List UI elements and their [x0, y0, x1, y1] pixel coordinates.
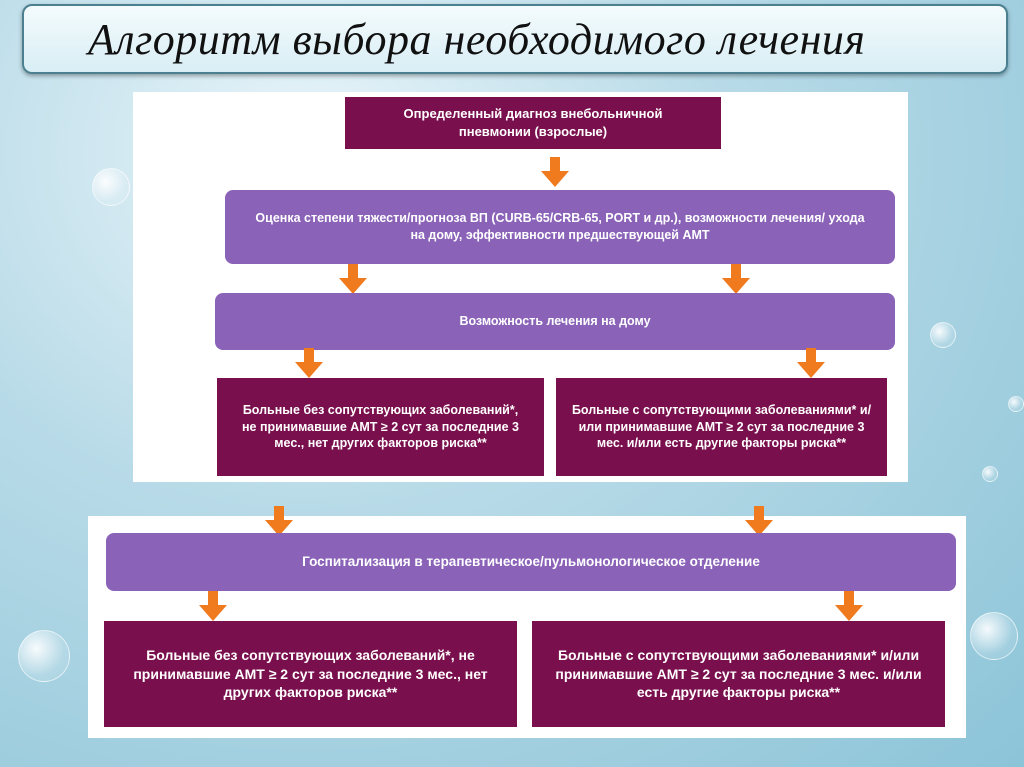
arrow-down-icon [835, 591, 863, 621]
bubble-decoration [18, 630, 70, 682]
arrow-down-icon [541, 157, 569, 187]
home-treatment-box: Возможность лечения на дому [215, 293, 895, 350]
bubble-decoration [930, 322, 956, 348]
hosp-left-text: Больные без сопутствующих заболеваний*, … [133, 646, 488, 701]
assessment-text: Оценка степени тяжести/прогноза ВП (CURB… [255, 211, 865, 242]
arrow-down-icon [339, 264, 367, 294]
title-bar: Алгоритм выбора необходимого лечения [22, 4, 1008, 74]
diagnosis-text: Определенный диагноз внебольничной пневм… [403, 106, 663, 139]
hosp-patients-right-box: Больные с сопутствующими заболеваниями* … [532, 621, 945, 727]
diagnosis-box: Определенный диагноз внебольничной пневм… [345, 97, 721, 149]
hosp-patients-left-box: Больные без сопутствующих заболеваний*, … [104, 621, 517, 727]
arrow-down-icon [295, 348, 323, 378]
arrow-down-icon [722, 264, 750, 294]
home-patients-left-box: Больные без сопутствующих заболеваний*, … [217, 378, 544, 476]
home-right-text: Больные с сопутствующими заболеваниями* … [571, 402, 872, 451]
home-left-text: Больные без сопутствующих заболеваний*, … [241, 402, 519, 451]
hospitalization-text: Госпитализация в терапевтическое/пульмон… [302, 553, 760, 569]
assessment-box: Оценка степени тяжести/прогноза ВП (CURB… [225, 190, 895, 264]
bubble-decoration [1008, 396, 1024, 412]
arrow-down-icon [797, 348, 825, 378]
arrow-down-icon [265, 506, 293, 536]
home-patients-right-box: Больные с сопутствующими заболеваниями* … [556, 378, 887, 476]
bubble-decoration [970, 612, 1018, 660]
hospitalization-box: Госпитализация в терапевтическое/пульмон… [106, 533, 956, 591]
bubble-decoration [982, 466, 998, 482]
page-title: Алгоритм выбора необходимого лечения [88, 14, 866, 64]
arrow-down-icon [745, 506, 773, 536]
bubble-decoration [92, 168, 130, 206]
home-treatment-text: Возможность лечения на дому [459, 314, 651, 329]
arrow-down-icon [199, 591, 227, 621]
hosp-right-text: Больные с сопутствующими заболеваниями* … [555, 646, 922, 701]
